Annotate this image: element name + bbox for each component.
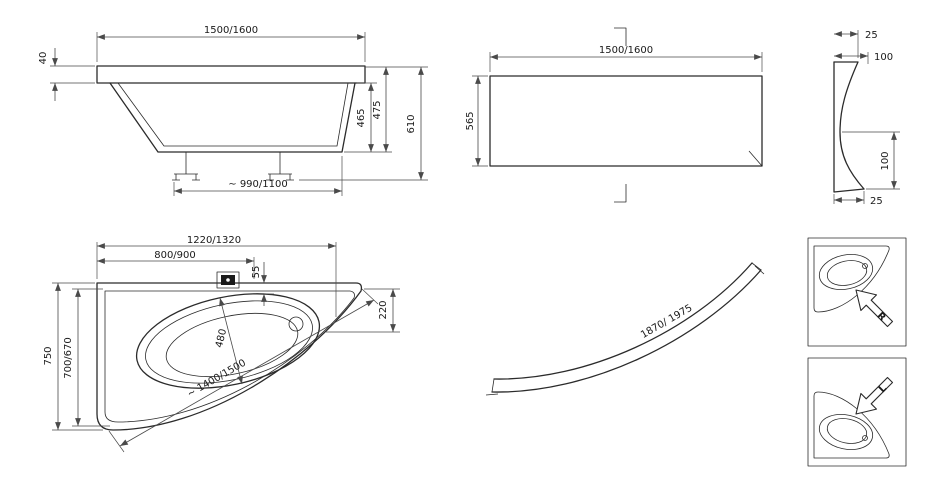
mini-drain-left-icon xyxy=(862,435,868,441)
side-view-drawing: 1500/1600 40 465 475 610 ∼ 990/1100 xyxy=(38,25,428,196)
panel-profile-drawing: 25 100 100 25 xyxy=(833,30,900,207)
profile-bottom-offset-label: 25 xyxy=(870,196,883,207)
panel-corner-curve-line xyxy=(748,150,763,167)
dim-profile-top-offset: 25 xyxy=(834,30,878,58)
mini-basin-right-inner xyxy=(826,260,868,286)
depth-inner-label: 700/670 xyxy=(63,337,74,379)
bathtub-plan-outline xyxy=(96,271,363,431)
bathtub-legs xyxy=(172,152,294,181)
corner-depth-label: 220 xyxy=(378,300,389,319)
panel-height-label: 565 xyxy=(465,111,476,130)
total-height-label: 610 xyxy=(406,114,417,133)
outer-depth-label: 475 xyxy=(372,100,383,119)
left-arrow-icon xyxy=(855,376,894,415)
faucet-dot xyxy=(226,278,230,282)
ext-line xyxy=(299,66,428,181)
curved-panel-drawing: 1870/ 1975 xyxy=(485,262,765,396)
dim-profile-top-width: 100 xyxy=(834,52,893,64)
ext-line xyxy=(50,65,95,84)
drain-icon xyxy=(288,316,304,332)
panel-profile-outline xyxy=(833,61,865,193)
dim-corner-depth: 220 xyxy=(326,288,400,333)
rim-profile xyxy=(96,65,366,84)
plan-width-top-label: 1220/1320 xyxy=(187,235,241,246)
dim-panel-length: 1500/1600 xyxy=(489,45,763,72)
ext-line xyxy=(842,131,900,190)
centerline-marks xyxy=(614,27,627,203)
dim-rim-height: 40 xyxy=(38,48,95,101)
plan-width-faucet-label: 800/900 xyxy=(154,250,196,261)
front-panel-drawing: 1500/1600 565 xyxy=(465,27,763,203)
arc-end-ticks xyxy=(485,265,765,396)
centerline-mark-top xyxy=(614,27,627,46)
dim-overall-length: 1500/1600 xyxy=(96,25,366,62)
faucet-outline xyxy=(216,271,240,289)
profile-curve xyxy=(833,61,865,190)
mini-basin-right xyxy=(818,254,874,290)
profile-left-edge xyxy=(833,61,865,193)
dim-line xyxy=(119,299,375,447)
mini-tub-right-outline xyxy=(813,245,890,313)
tub-plan-inner xyxy=(104,290,355,423)
tub-body-outline xyxy=(109,82,356,153)
dim-edge-offset: 55 xyxy=(251,262,274,306)
dim-depth-inner: 700/670 xyxy=(63,288,110,427)
dim-depth-total: 750 xyxy=(43,282,103,431)
arc-outer xyxy=(491,269,762,393)
ext-line xyxy=(173,156,343,196)
dim-profile-side-height: 100 xyxy=(842,131,900,190)
top-view-drawing: 1220/1320 800/900 55 220 750 700/670 xyxy=(43,235,400,453)
profile-top-width-label: 100 xyxy=(874,52,893,63)
ext-line xyxy=(52,282,103,431)
profile-top-offset-label: 25 xyxy=(865,30,878,41)
left-box-border xyxy=(807,357,907,467)
panel-length-label: 1500/1600 xyxy=(599,45,653,56)
orientation-left-box: L xyxy=(807,357,907,467)
tub-body-inner-line xyxy=(117,82,349,147)
orientation-icons: R L xyxy=(807,237,907,467)
bathtub-side-outline xyxy=(96,65,366,153)
leg-right xyxy=(266,152,294,181)
dim-diagonal-length: ∼ 1400/1500 xyxy=(108,288,379,453)
ext-line xyxy=(108,288,379,453)
rim-height-label: 40 xyxy=(38,52,49,65)
arc-inner xyxy=(493,262,753,380)
profile-side-height-label: 100 xyxy=(880,151,891,170)
base-length-label: ∼ 990/1100 xyxy=(228,179,287,190)
curved-panel-outline xyxy=(485,262,765,396)
dim-plan-width-faucet: 800/900 xyxy=(97,250,255,279)
edge-offset-label: 55 xyxy=(251,266,262,279)
mini-basin-left xyxy=(818,414,874,450)
arc-length-label: 1870/ 1975 xyxy=(639,303,694,341)
basin-mid xyxy=(145,300,313,384)
basin-width-label: 480 xyxy=(214,328,229,349)
ext-line xyxy=(96,32,366,62)
front-panel-outline xyxy=(489,75,763,167)
leg-left xyxy=(172,152,200,181)
dim-base-length: ∼ 990/1100 xyxy=(173,156,343,196)
mini-basin-left-inner xyxy=(826,418,868,444)
ext-line xyxy=(833,191,865,204)
dim-panel-height: 565 xyxy=(465,75,488,167)
dim-plan-width-top: 1220/1320 xyxy=(96,235,337,317)
orientation-right-box: R xyxy=(807,237,907,347)
centerline-mark-bottom xyxy=(614,184,627,203)
mini-drain-right-icon xyxy=(862,263,868,269)
inner-depth-label: 465 xyxy=(356,108,367,127)
mini-tub-left-outline xyxy=(813,391,890,459)
depth-total-label: 750 xyxy=(43,346,54,365)
right-arrow-icon xyxy=(855,289,894,328)
basin-outer xyxy=(135,293,321,389)
dim-profile-bottom-offset: 25 xyxy=(833,191,883,207)
right-box-border xyxy=(807,237,907,347)
dim-heights-right: 465 475 610 xyxy=(299,66,428,181)
side-length-label: 1500/1600 xyxy=(204,25,258,36)
arc-end-caps xyxy=(491,262,762,393)
